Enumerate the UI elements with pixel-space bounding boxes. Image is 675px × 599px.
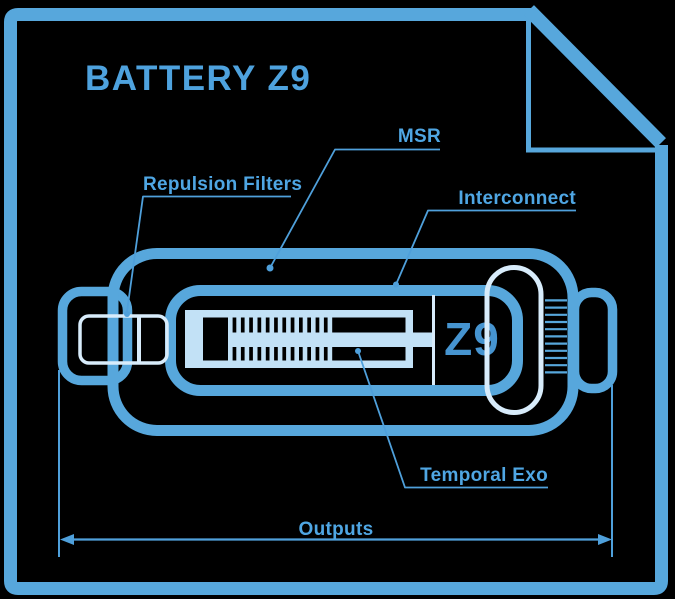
page-border-path	[3, 7, 668, 595]
repulsion-leader-line	[126, 195, 291, 312]
msr-leader-line	[269, 148, 440, 269]
callout-leaders	[124, 148, 576, 489]
temporal-exo-label: Temporal Exo	[420, 465, 548, 486]
battery-diagram: Z9	[57, 248, 618, 436]
dimension-arrowhead-left	[60, 534, 74, 545]
comb-bottom-wall	[185, 360, 413, 368]
repulsion-housing-frame	[78, 314, 169, 365]
interconnect-leader-dot	[393, 281, 399, 288]
filter-comb	[185, 310, 434, 368]
dimension-arrowhead-right	[598, 534, 612, 545]
repulsion-filters-label: Repulsion Filters	[143, 174, 302, 195]
outputs-label: Outputs	[299, 519, 374, 540]
temporal-exo-leader-line	[357, 350, 548, 489]
interconnect-label: Interconnect	[458, 188, 576, 209]
output-stripes	[545, 299, 567, 374]
repulsion-leader-dot	[124, 311, 130, 317]
msr-leader-dot	[266, 264, 274, 272]
comb-top-wall	[185, 310, 413, 318]
battery-main-body	[107, 248, 579, 436]
outputs-dimension: Outputs	[58, 370, 613, 557]
fold-corner-flap	[526, 21, 657, 153]
page-border	[3, 5, 668, 595]
battery-right-cap	[569, 287, 618, 394]
comb-left-wall	[185, 310, 203, 368]
msr-label: MSR	[398, 126, 441, 147]
battery-model-label: Z9	[444, 313, 500, 365]
battery-left-cap	[57, 286, 133, 386]
temporal-exo-leader-dot	[355, 348, 361, 354]
page-title: BATTERY Z9	[85, 59, 311, 98]
interconnect-capsule	[484, 265, 544, 415]
repulsion-housing	[78, 314, 169, 365]
interconnect-leader-line	[395, 209, 576, 285]
comb-teeth	[228, 317, 333, 361]
fold-diagonal	[524, 5, 666, 148]
interconnect-frame	[165, 285, 523, 396]
